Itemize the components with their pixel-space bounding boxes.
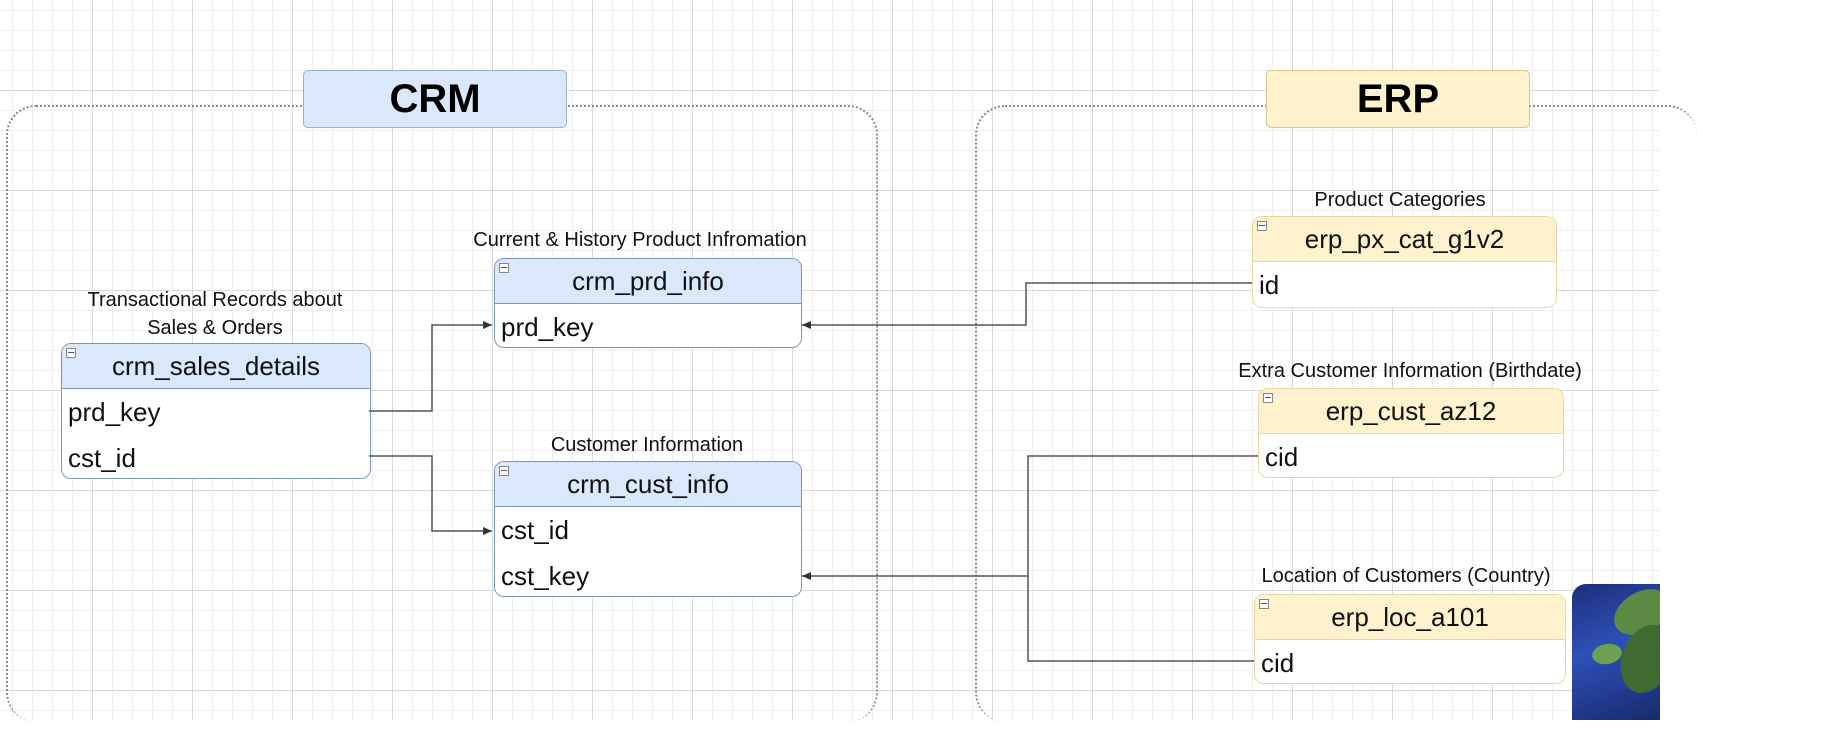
erp-px-cat-header[interactable]: erp_px_cat_g1v2 [1253,217,1556,262]
table-name: erp_px_cat_g1v2 [1304,223,1505,254]
collapse-icon[interactable] [1257,221,1267,231]
erp-loc-a101-caption: Location of Customers (Country) [1261,565,1551,587]
field-cid[interactable]: cid [1261,647,1295,678]
crm-group-label: CRM [303,70,567,128]
table-name: crm_sales_details [111,350,321,381]
crm-prd-info-caption: Current & History Product Infromation [473,229,807,251]
field-cst-id[interactable]: cst_id [68,442,136,473]
crm-cust-info-table[interactable]: crm_cust_info cst_id cst_key [494,461,802,597]
diagram-canvas: CRM ERP Transactional Records about Sale… [0,0,1697,722]
plant-leaf [1590,641,1624,667]
erp-cust-az12-header[interactable]: erp_cust_az12 [1259,389,1563,434]
erp-loc-a101-header[interactable]: erp_loc_a101 [1255,595,1565,640]
erp-loc-a101-table[interactable]: erp_loc_a101 cid [1254,594,1566,684]
field-cst-key[interactable]: cst_key [501,560,590,591]
crm-sales-details-caption: Transactional Records about Sales & Orde… [87,289,343,339]
crm-sales-details-header[interactable]: crm_sales_details [62,344,370,389]
erp-group-label: ERP [1266,70,1530,128]
collapse-icon[interactable] [499,263,509,273]
table-name: crm_cust_info [567,468,729,499]
collapse-icon[interactable] [1263,393,1273,403]
erp-px-cat-table[interactable]: erp_px_cat_g1v2 id [1252,216,1557,308]
erp-px-cat-caption: Product Categories [1314,189,1486,211]
erp-cust-az12-table[interactable]: erp_cust_az12 cid [1258,388,1564,478]
crm-cust-info-caption: Customer Information [550,434,744,456]
erp-cust-az12-caption: Extra Customer Information (Birthdate) [1238,360,1582,382]
webcam-overlay [1572,584,1660,720]
table-name: crm_prd_info [572,265,724,296]
crm-cust-info-header[interactable]: crm_cust_info [495,462,801,507]
collapse-icon[interactable] [66,348,76,358]
field-cid[interactable]: cid [1265,441,1299,472]
field-cst-id[interactable]: cst_id [501,514,569,545]
table-name: erp_loc_a101 [1331,601,1489,632]
collapse-icon[interactable] [1259,599,1269,609]
crm-prd-info-header[interactable]: crm_prd_info [495,259,801,304]
field-prd-key[interactable]: prd_key [68,396,161,427]
collapse-icon[interactable] [499,466,509,476]
crm-prd-info-table[interactable]: crm_prd_info prd_key [494,258,802,348]
field-id[interactable]: id [1259,269,1280,300]
field-prd-key[interactable]: prd_key [501,311,594,342]
crm-sales-details-table[interactable]: crm_sales_details prd_key cst_id [61,343,371,479]
table-name: erp_cust_az12 [1325,395,1497,426]
